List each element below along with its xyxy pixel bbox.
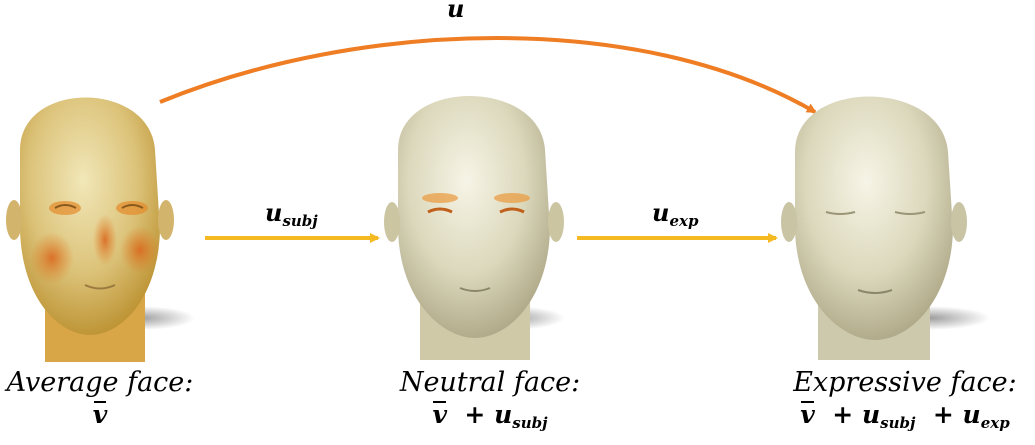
formula-neutral: v + usubj	[432, 400, 548, 432]
formula-expressive: v + usubj + uexp	[800, 400, 1010, 432]
label-u: u	[447, 0, 465, 23]
caption-expressive: Expressive face: v + usubj + uexp	[780, 368, 1030, 438]
neutral-face-model	[384, 96, 565, 360]
formula-average: v	[92, 400, 108, 429]
arrow-u	[159, 36, 817, 114]
caption-average: Average face: v	[0, 368, 200, 430]
label-u-exp: uexp	[652, 198, 699, 230]
average-face-model	[6, 97, 195, 362]
label-u-subj: usubj	[265, 198, 318, 230]
caption-average-name: Average face	[6, 367, 185, 398]
caption-neutral-name: Neutral face	[399, 367, 572, 398]
caption-neutral: Neutral face: v + usubj	[390, 368, 590, 438]
caption-expressive-name: Expressive face	[793, 367, 1008, 398]
expressive-face-model	[781, 96, 990, 360]
